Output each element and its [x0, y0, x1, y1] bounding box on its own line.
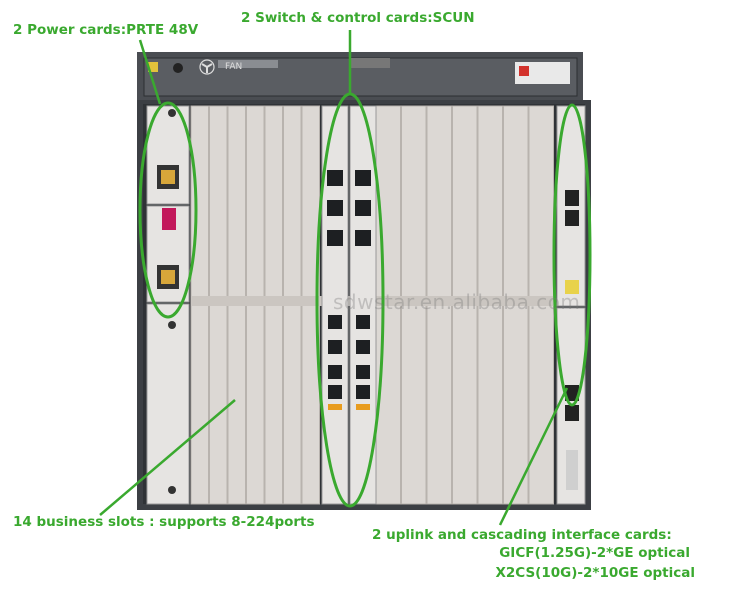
business-callout-line: [99, 399, 236, 516]
optical-port: [328, 365, 342, 379]
switch-cards-label: 2 Switch & control cards:SCUN: [241, 10, 475, 26]
fan-label: FAN: [225, 62, 243, 72]
left-lower-panel: [146, 303, 190, 505]
optical-port: [328, 340, 342, 354]
gicf-label: GICF(1.25G)-2*GE optical: [499, 545, 690, 561]
ethernet-port: [355, 170, 371, 186]
power-cards-label: 2 Power cards:PRTE 48V: [13, 22, 199, 38]
optical-port: [328, 385, 342, 399]
power-card-1: [146, 105, 190, 205]
ethernet-port: [327, 230, 343, 246]
switch-control-cards: [321, 105, 377, 505]
fan-icon: [199, 59, 215, 75]
power-cards-highlight: [138, 101, 198, 319]
optical-port: [356, 340, 370, 354]
uplink-callout-line: [498, 387, 569, 526]
ethernet-port: [355, 230, 371, 246]
optical-port: [356, 365, 370, 379]
fan-handle: [350, 58, 390, 68]
power-card-2: [146, 205, 190, 303]
esd-jack-icon: [173, 63, 183, 73]
ethernet-port: [355, 200, 371, 216]
port-tab: [328, 404, 342, 410]
uplink-cards-highlight: [552, 103, 592, 407]
uplink-cards-label: 2 uplink and cascading interface cards:: [372, 527, 672, 543]
ethernet-port: [327, 170, 343, 186]
x2cs-label: X2CS(10G)-2*10GE optical: [495, 565, 696, 581]
optical-port: [356, 385, 370, 399]
ethernet-port: [327, 200, 343, 216]
optical-port: [328, 315, 342, 329]
power-callout-line: [138, 39, 162, 105]
watermark: sdwstar.en.alibaba.com: [333, 290, 581, 314]
warning-label: [148, 62, 158, 72]
business-slots-label: 14 business slots : supports 8-224ports: [13, 514, 315, 530]
optical-port: [356, 315, 370, 329]
port-tab: [356, 404, 370, 410]
